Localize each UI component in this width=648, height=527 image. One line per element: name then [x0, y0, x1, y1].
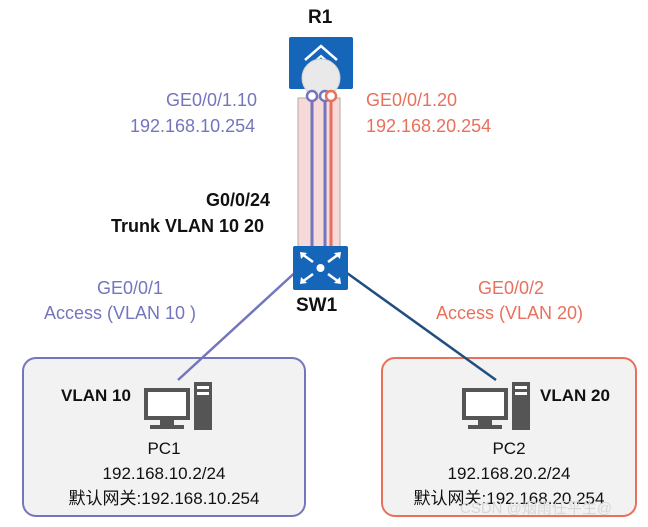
- router-name: R1: [308, 7, 333, 28]
- pc1-vlan-label: VLAN 10: [61, 386, 131, 405]
- switch-port1-mode: Access (VLAN 10 ): [44, 303, 197, 323]
- vlan20-zone: [381, 357, 637, 517]
- router-subif-20-ip: 192.168.20.254: [366, 116, 492, 136]
- router-subif-20: GE0/0/1.20: [366, 90, 458, 110]
- router-subif-10-ip: 192.168.10.254: [130, 116, 256, 136]
- switch-icon: [293, 246, 348, 290]
- pc2-ip: 192.168.20.2/24: [447, 464, 571, 483]
- pc2-access-link: [339, 266, 497, 382]
- watermark: CSDN @烟雨任平生@: [460, 500, 613, 517]
- trunk-desc: Trunk VLAN 10 20: [111, 216, 265, 236]
- pc2-icon: [462, 382, 530, 430]
- pc1-gateway: 默认网关:192.168.10.254: [68, 489, 260, 508]
- pc1-name: PC1: [147, 439, 181, 458]
- switch-port2: GE0/0/2: [478, 278, 545, 298]
- trunk-port: G0/0/24: [206, 190, 271, 210]
- vlan10-zone: [22, 357, 306, 517]
- pc1-icon: [144, 382, 212, 430]
- router-icon: [289, 37, 353, 103]
- router-subif-10: GE0/0/1.10: [166, 90, 258, 110]
- trunk-band: [297, 97, 341, 249]
- pc1-access-link: [177, 267, 301, 381]
- switch-port1: GE0/0/1: [97, 278, 164, 298]
- pc2-name: PC2: [492, 439, 526, 458]
- pc2-vlan-label: VLAN 20: [540, 386, 610, 405]
- pc1-ip: 192.168.10.2/24: [102, 464, 226, 483]
- switch-name: SW1: [296, 295, 338, 316]
- pc2-gateway: 默认网关:192.168.20.254: [413, 489, 605, 508]
- switch-port2-mode: Access (VLAN 20): [436, 303, 584, 323]
